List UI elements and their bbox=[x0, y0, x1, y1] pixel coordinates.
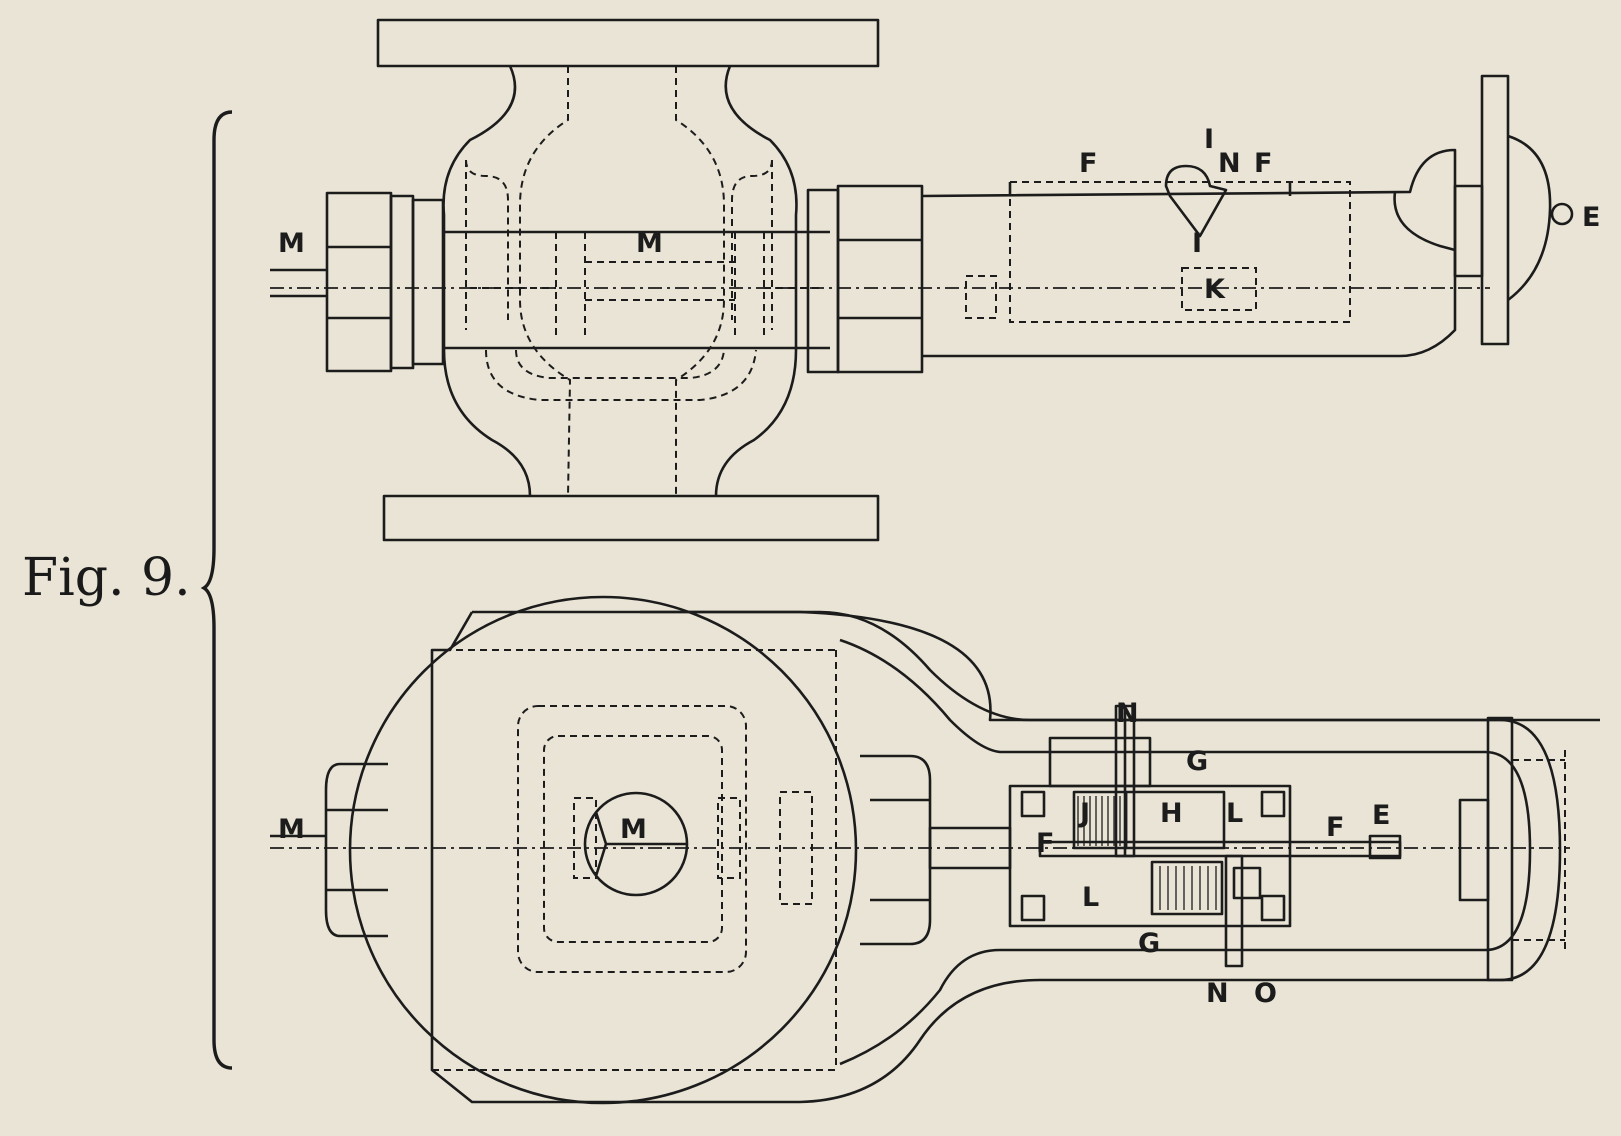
left-hex-nut bbox=[325, 191, 393, 373]
gear-G-hatch bbox=[1159, 866, 1217, 910]
arm-body bbox=[921, 148, 1457, 358]
end-plate bbox=[1486, 716, 1514, 982]
piston-outline bbox=[470, 232, 820, 340]
right-hex-nut bbox=[836, 184, 924, 374]
label: O bbox=[1254, 978, 1277, 1009]
left-collar bbox=[411, 198, 445, 366]
top-flange bbox=[376, 18, 880, 68]
circular-flange bbox=[348, 595, 858, 1105]
cavity-inner bbox=[543, 735, 723, 943]
slot-left bbox=[573, 797, 597, 879]
right-collar bbox=[806, 188, 840, 374]
left-washer bbox=[389, 194, 415, 370]
label: M bbox=[278, 814, 305, 845]
label: M bbox=[278, 228, 305, 259]
block-K bbox=[1181, 267, 1257, 311]
block-J-hatch bbox=[1077, 796, 1121, 846]
label: N bbox=[1218, 148, 1241, 179]
bottom-view: M M N G J H L F F E L G N O bbox=[270, 595, 1600, 1105]
top-view: M M F I N F I K E bbox=[270, 18, 1600, 542]
label: M bbox=[620, 814, 647, 845]
end-plate bbox=[1480, 74, 1510, 346]
corner-lug bbox=[1260, 894, 1286, 922]
spring-housing bbox=[1507, 134, 1552, 302]
label: L bbox=[1082, 882, 1099, 913]
lower-cavity bbox=[485, 349, 757, 401]
right-hex-nut bbox=[860, 754, 932, 946]
label: G bbox=[1138, 928, 1160, 959]
lever-I bbox=[1164, 164, 1228, 238]
figure-caption: Fig. 9. bbox=[22, 548, 191, 608]
gear-G bbox=[1150, 860, 1224, 916]
stirrup-arm bbox=[640, 610, 1562, 1104]
end-nut bbox=[1458, 798, 1490, 902]
spindle-O bbox=[1224, 854, 1244, 968]
corner-lug bbox=[1260, 790, 1286, 818]
corner-lug bbox=[1020, 790, 1046, 818]
knob-E bbox=[1550, 202, 1574, 226]
label: L bbox=[1226, 798, 1243, 829]
label: K bbox=[1204, 274, 1226, 305]
bottom-flange bbox=[382, 494, 880, 542]
label: N bbox=[1116, 698, 1139, 729]
label: F bbox=[1254, 148, 1272, 179]
slot-right bbox=[717, 797, 741, 879]
label: H bbox=[1160, 798, 1183, 829]
port-M-web bbox=[594, 811, 688, 877]
left-hex-nut bbox=[324, 762, 388, 938]
label: F bbox=[1036, 828, 1054, 859]
cavity-outer bbox=[517, 705, 747, 973]
label: G bbox=[1186, 746, 1208, 777]
arm-end-curve bbox=[1393, 191, 1456, 252]
label: E bbox=[1582, 202, 1600, 233]
label: F bbox=[1326, 812, 1344, 843]
label: N bbox=[1206, 978, 1229, 1009]
label: E bbox=[1372, 800, 1390, 831]
valve-body bbox=[442, 65, 798, 497]
shaft-F bbox=[928, 826, 1012, 870]
corner-lug bbox=[1020, 894, 1046, 922]
label: I bbox=[1192, 228, 1202, 259]
port-right bbox=[731, 159, 773, 330]
central-band bbox=[443, 230, 830, 350]
label: I bbox=[1204, 124, 1214, 155]
housing-top-lug bbox=[1048, 736, 1152, 788]
port-left bbox=[465, 159, 509, 330]
stirrup-inner bbox=[839, 638, 1532, 1066]
inner-chamber bbox=[1009, 181, 1351, 323]
pin-E bbox=[1368, 834, 1402, 860]
label: M bbox=[636, 228, 663, 259]
label: J bbox=[1078, 798, 1090, 829]
end-nut bbox=[1453, 184, 1484, 278]
grouping-brace bbox=[200, 110, 233, 1070]
body-outline bbox=[430, 610, 1600, 1104]
spindle-O-collar bbox=[1232, 866, 1262, 900]
body-cavity bbox=[519, 66, 725, 497]
slot bbox=[965, 275, 997, 319]
label: F bbox=[1079, 148, 1097, 179]
